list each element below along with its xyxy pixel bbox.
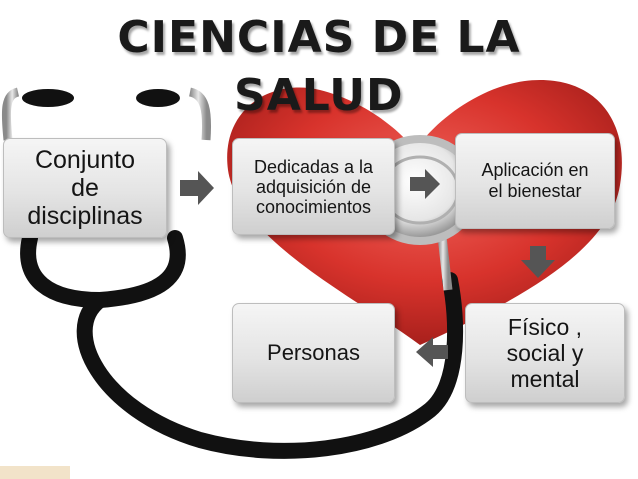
box-personas: Personas	[232, 303, 395, 403]
box-aplicacion: Aplicación en el bienestar	[455, 133, 615, 229]
box-fisico-label: Físico , social y mental	[506, 314, 584, 392]
box-conjunto-label: Conjunto de disciplinas	[27, 146, 143, 230]
box-fisico: Físico , social y mental	[465, 303, 625, 403]
box-dedicadas: Dedicadas a la adquisición de conocimien…	[232, 138, 395, 235]
box-personas-label: Personas	[267, 340, 360, 365]
bottom-strip	[0, 466, 70, 479]
box-conjunto: Conjunto de disciplinas	[3, 138, 167, 238]
arrow-right-icon	[410, 169, 440, 199]
arrow-down-icon	[521, 246, 555, 278]
box-dedicadas-label: Dedicadas a la adquisición de conocimien…	[253, 156, 374, 217]
box-aplicacion-label: Aplicación en el bienestar	[481, 160, 589, 201]
title-line-1: CIENCIAS DE LA	[117, 12, 521, 63]
arrow-left-icon	[416, 337, 448, 367]
title-line-2: SALUD	[234, 70, 404, 121]
arrow-right-icon	[180, 171, 214, 205]
